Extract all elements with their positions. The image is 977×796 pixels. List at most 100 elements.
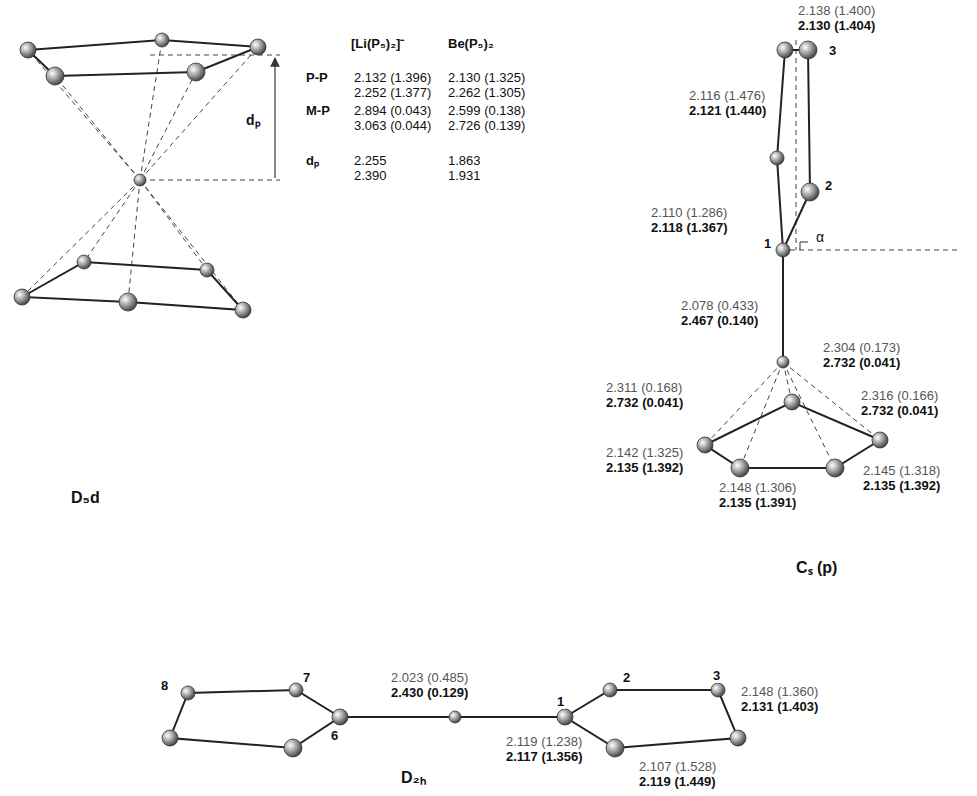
dashed-guide: [150, 180, 280, 181]
atom: [162, 730, 178, 746]
ring-bond: [705, 402, 880, 468]
dashed-guide: [140, 180, 207, 270]
structure-label: 2.117 (1.356): [505, 749, 584, 764]
structure-label: 3: [828, 43, 837, 58]
structure-label: 2.119 (1.449): [638, 774, 717, 789]
structure-label: 2.467 (0.140): [680, 313, 759, 328]
atom: [776, 243, 790, 257]
structure-label: 2.726 (0.139): [447, 118, 526, 133]
structure-label: 2.118 (1.367): [650, 220, 729, 235]
atom: [134, 174, 146, 186]
atom: [711, 683, 725, 697]
structure-label: 2.130 (1.404): [797, 18, 876, 33]
structure-label: 2.262 (1.305): [447, 85, 526, 100]
structure-label: [Li(P₅)₂]⁻: [350, 36, 405, 51]
atom: [777, 356, 789, 368]
structure-label: 3: [712, 668, 721, 683]
atom: [730, 730, 746, 746]
dashed-guide: [84, 180, 140, 262]
distance-arrow: [274, 58, 275, 178]
atom: [606, 739, 624, 757]
structure-label: M-P: [305, 103, 331, 118]
structure-label: 2.255: [353, 153, 388, 168]
atom: [46, 67, 64, 85]
atom: [14, 33, 266, 318]
structure-label: 2.116 (1.476): [688, 88, 766, 103]
ring-bond: [22, 40, 258, 310]
dashed-guide: [705, 362, 783, 445]
structure-label: 2.107 (1.528): [638, 759, 717, 774]
structure-label: 2.130 (1.325): [447, 70, 526, 85]
atom: [119, 293, 137, 311]
atom: [801, 183, 819, 201]
structure-label: 2.078 (0.433): [680, 298, 759, 313]
atom: [289, 683, 303, 697]
atom: [826, 459, 844, 477]
ring-bond: [565, 690, 738, 748]
structure-label: 1.863: [447, 153, 482, 168]
atom: [155, 33, 169, 47]
structure-label: 2.145 (1.318): [862, 463, 941, 478]
atom: [770, 151, 784, 165]
structure-label: Cₛ (p): [795, 560, 838, 575]
atom: [162, 683, 746, 757]
structure-label: 2.132 (1.396): [353, 70, 432, 85]
angle-marker: [800, 242, 808, 250]
structure-label: 7: [302, 670, 311, 685]
structure-label: 2: [622, 670, 631, 685]
structure-label: 2.390: [353, 168, 388, 183]
structure-label: 2.148 (1.360): [740, 684, 819, 699]
structure-label: 8: [160, 678, 169, 693]
atom: [557, 709, 573, 725]
structure-label: D₅d: [70, 490, 101, 505]
structure-label: 2: [824, 178, 833, 193]
structure-label: 2.430 (0.129): [390, 685, 469, 700]
atom: [697, 437, 713, 453]
distance-arrow: [274, 58, 275, 178]
structure-label: 6: [330, 728, 339, 743]
atom: [181, 686, 195, 700]
ring-bond: [170, 690, 340, 748]
structure-label: 2.135 (1.392): [605, 460, 684, 475]
structure-label: 3.063 (0.044): [353, 118, 432, 133]
ring-bond: [782, 250, 784, 362]
atom: [777, 42, 793, 58]
structure-label: 2.138 (1.400): [797, 3, 876, 18]
atom: [200, 263, 214, 277]
atom: [731, 459, 749, 477]
dashed-guide: [796, 40, 797, 250]
atom: [284, 739, 302, 757]
structure-label: 2.135 (1.391): [718, 495, 797, 510]
atom: [235, 302, 251, 318]
structure-label: 2.894 (0.043): [353, 103, 432, 118]
dashed-guide: [128, 180, 140, 302]
ring-bond: [22, 262, 243, 310]
structure-label: 2.110 (1.286): [650, 205, 728, 220]
structure-label: 2.148 (1.306): [718, 480, 797, 495]
structure-label: 2.304 (0.173): [822, 340, 901, 355]
dashed-guide: [22, 40, 280, 310]
structure-label: dₚ: [305, 153, 320, 168]
structure-label: 2.023 (0.485): [390, 670, 469, 685]
dashed-guide: [790, 250, 960, 251]
structure-label: 1: [763, 236, 772, 251]
atom: [77, 255, 91, 269]
dashed-guide: [22, 180, 140, 297]
atom: [332, 709, 348, 725]
structure-label: 2.732 (0.041): [822, 355, 901, 370]
structure-label: 1.931: [447, 168, 482, 183]
atom: [872, 432, 888, 448]
structure-label: dₚ: [245, 113, 262, 128]
angle-marker: [800, 242, 808, 250]
ring-bond: [777, 50, 810, 250]
dashed-guide: [28, 50, 140, 180]
structure-label: α: [815, 230, 825, 245]
structure-label: 2.732 (0.041): [605, 395, 684, 410]
structure-label: 2.252 (1.377): [353, 85, 432, 100]
structure-label: D₂ₕ: [400, 770, 427, 785]
dashed-guide: [140, 47, 258, 180]
dashed-guide: [140, 180, 243, 310]
structure-label: 2.732 (0.041): [860, 403, 939, 418]
dashed-guide: [783, 362, 835, 468]
